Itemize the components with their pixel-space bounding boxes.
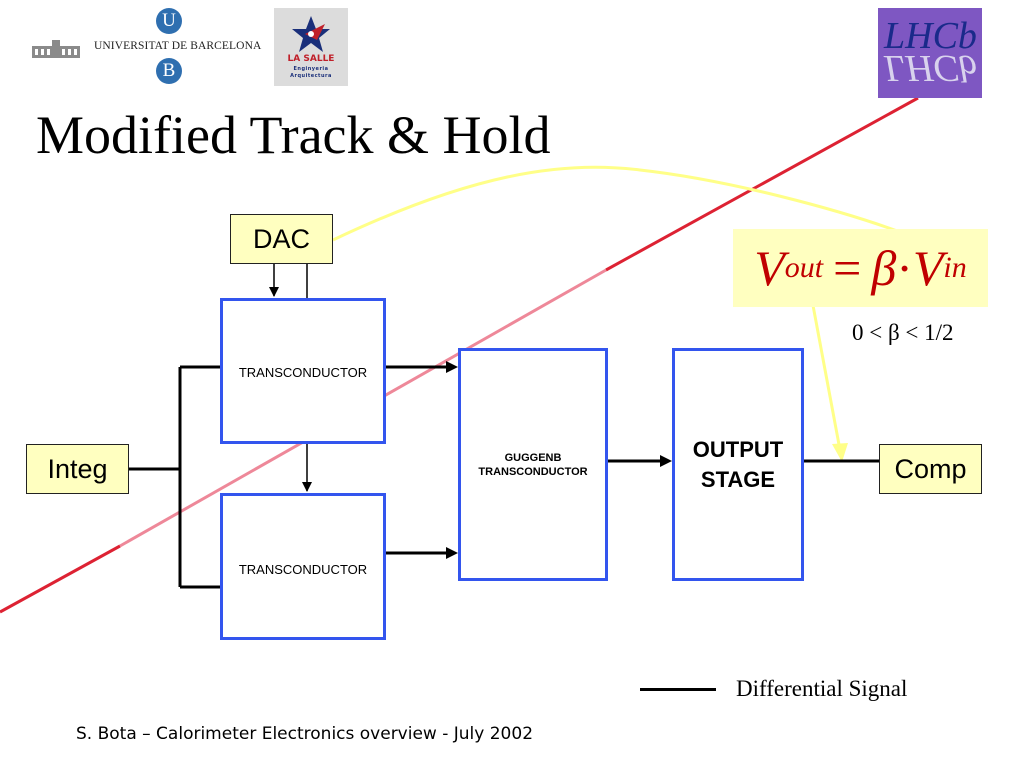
transconductor-bottom-label: TRANSCONDUCTOR: [238, 562, 368, 577]
diagonal-line-lower: [0, 544, 121, 614]
formula-vout-symbol: V: [754, 240, 785, 296]
lasalle-logo: LA SALLE Enginyeria Arquitectura: [274, 8, 348, 86]
lhcb-logo-text: LHCb: [884, 15, 977, 57]
tc2-to-guggenb-arrowhead: [446, 547, 458, 559]
transconductor-bottom-block: TRANSCONDUCTOR: [220, 493, 386, 640]
formula-equals: =: [833, 240, 862, 296]
university-building-icon: [32, 40, 80, 58]
lhcb-logo: LHCb LHCb: [878, 8, 982, 98]
slide-title: Modified Track & Hold: [36, 105, 551, 165]
legend-line-swatch: [640, 688, 716, 691]
dac-block: DAC: [230, 214, 333, 264]
university-name: UNIVERSITAT DE BARCELONA: [94, 40, 262, 52]
guggenb-transconductor-block: GUGGENB TRANSCONDUCTOR: [458, 348, 608, 581]
lasalle-name: LA SALLE: [287, 54, 335, 64]
university-logo-letter-b: B: [156, 58, 182, 84]
formula-vout-subscript: out: [784, 251, 824, 284]
transconductor-top-block: TRANSCONDUCTOR: [220, 298, 386, 444]
beta-range: 0 < β < 1/2: [852, 320, 954, 345]
lasalle-star-icon: [292, 16, 330, 52]
callout-drop: [810, 299, 842, 451]
guggenb-label: GUGGENB TRANSCONDUCTOR: [478, 451, 588, 478]
output-stage-label: OUTPUT STAGE: [692, 437, 784, 492]
transconductor-top-label: TRANSCONDUCTOR: [238, 365, 368, 380]
formula-vin-symbol: V: [912, 240, 944, 296]
diagonal-line-upper: [605, 96, 919, 272]
university-logo-letter-u: U: [156, 8, 182, 34]
guggenb-to-output-arrowhead: [660, 455, 672, 467]
lasalle-subtitle-2: Arquitectura: [290, 73, 332, 79]
output-stage-block: OUTPUT STAGE: [672, 348, 804, 581]
tc1-to-guggenb-arrowhead: [446, 361, 458, 373]
university-logo: U B UNIVERSITAT DE BARCELONA: [32, 8, 262, 88]
legend-label: Differential Signal: [736, 676, 908, 701]
callout-curve: [332, 165, 901, 242]
comp-block: Comp: [879, 444, 982, 494]
formula-dot: ·: [896, 240, 913, 296]
formula-beta: β: [871, 240, 897, 296]
formula-vin-subscript: in: [943, 251, 967, 284]
lasalle-subtitle-1: Enginyeria: [293, 66, 329, 72]
callout-arrowhead: [832, 443, 848, 462]
slide-footer: S. Bota – Calorimeter Electronics overvi…: [76, 724, 534, 744]
integ-block: Integ: [26, 444, 129, 494]
